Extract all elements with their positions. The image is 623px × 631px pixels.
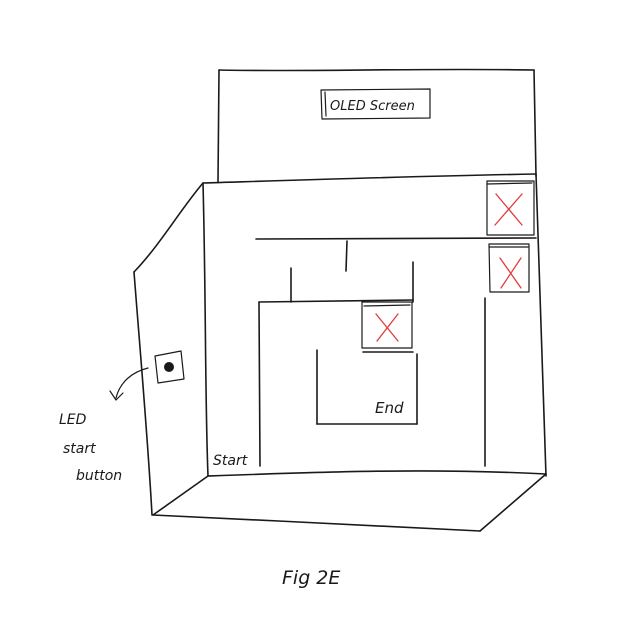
- oled-screen-label: OLED Screen: [330, 99, 415, 114]
- button-label-line2: start: [63, 441, 96, 457]
- maze-walls: [256, 238, 536, 466]
- led-start-button: [155, 351, 184, 383]
- x-marker-top: [487, 181, 534, 235]
- figure-caption: Fig 2E: [282, 567, 340, 589]
- left-side-panel: [134, 183, 203, 515]
- led-dot-icon: [164, 362, 174, 372]
- oled-screen: OLED Screen: [321, 89, 430, 119]
- bottom-base: [153, 474, 546, 531]
- front-face: [203, 174, 546, 476]
- x-marker-inner: [362, 302, 412, 348]
- start-label: Start: [213, 453, 248, 469]
- top-panel: [203, 69, 536, 183]
- x-marker-middle: [489, 244, 529, 292]
- end-label: End: [375, 399, 404, 417]
- button-label-line3: button: [76, 468, 122, 484]
- button-label-line1: LED: [59, 412, 87, 428]
